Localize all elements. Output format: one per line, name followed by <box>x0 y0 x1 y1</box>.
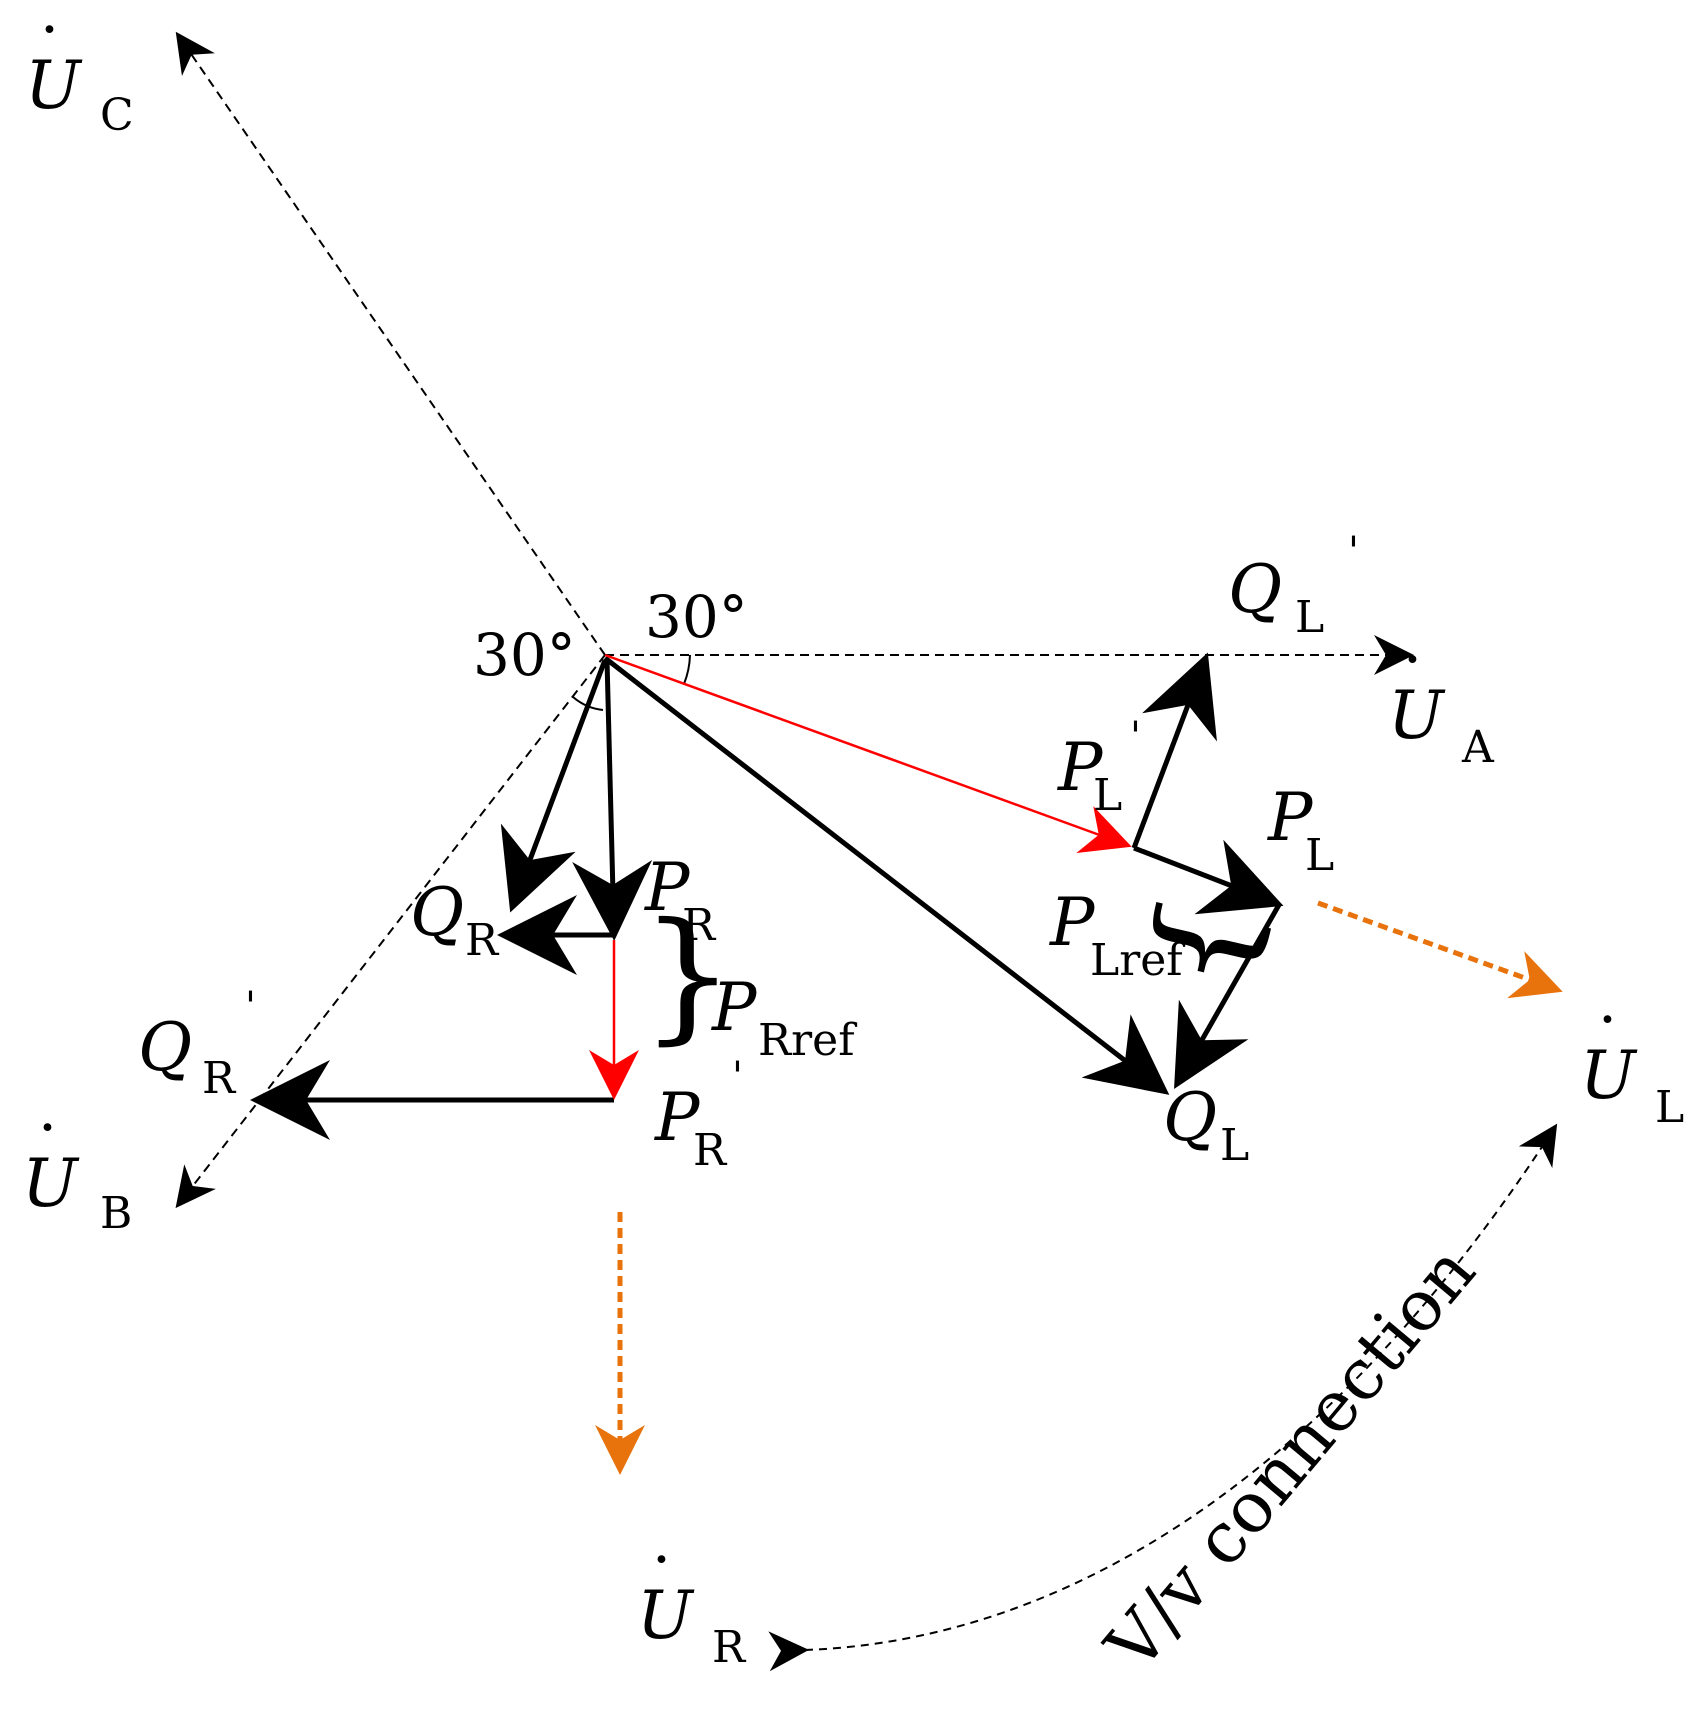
svg-text:L: L <box>1093 770 1122 821</box>
pl-prime-label: P L ' <box>1057 714 1141 821</box>
prref-brace: } <box>640 892 735 1059</box>
svg-text:R: R <box>202 1053 237 1104</box>
prref-label: P Rref <box>711 969 857 1066</box>
ul-result-vector <box>1317 900 1563 999</box>
svg-text:P: P <box>654 1079 701 1156</box>
svg-text:L: L <box>1655 1082 1684 1133</box>
svg-text:U: U <box>25 47 83 124</box>
ql-prime-label: Q L ' <box>1228 529 1359 643</box>
svg-text:R: R <box>682 900 717 951</box>
svg-text:': ' <box>1348 529 1359 575</box>
vv-connection-arc <box>768 1123 1558 1672</box>
ql-prime-vector <box>1131 652 1217 849</box>
svg-text:L: L <box>1305 830 1334 881</box>
svg-text:Q: Q <box>410 874 464 951</box>
angle-arc-upper <box>683 654 691 685</box>
pr-label: P R <box>644 849 717 951</box>
ub-label: · U B <box>22 1093 132 1239</box>
svg-text:': ' <box>245 984 256 1030</box>
ub-axis <box>175 654 606 1209</box>
svg-text:': ' <box>1130 714 1141 760</box>
svg-text:Lref: Lref <box>1090 935 1185 986</box>
ur-label: · U R <box>637 1525 747 1673</box>
ua-label: · U A <box>1388 625 1495 773</box>
angle-label-upper: 30° <box>645 583 748 651</box>
pl-label: P L <box>1267 779 1334 881</box>
qr-label: Q R <box>410 874 500 966</box>
svg-text:Rref: Rref <box>758 1015 857 1066</box>
qr-prime-label: Q R ' <box>138 984 256 1104</box>
qr-vector <box>500 659 608 913</box>
svg-text:P: P <box>1057 729 1104 806</box>
svg-text:U: U <box>637 1577 695 1654</box>
ql-short-vector <box>1174 901 1283 1089</box>
uc-axis <box>175 31 606 656</box>
svg-text:·: · <box>38 1093 57 1163</box>
svg-text:B: B <box>100 1188 132 1239</box>
svg-text:U: U <box>1388 677 1446 754</box>
ql-label: Q L <box>1163 1079 1249 1171</box>
svg-text:R: R <box>693 1125 728 1176</box>
svg-text:·: · <box>1403 625 1422 695</box>
ul-label: · U L <box>1580 985 1684 1133</box>
ql-vector <box>603 656 1170 1095</box>
svg-text:P: P <box>711 969 758 1046</box>
plref-label: P Lref <box>1049 884 1185 986</box>
angle-label-left: 30° <box>473 621 576 689</box>
svg-text:·: · <box>1598 985 1617 1055</box>
pl-vector <box>1133 839 1284 915</box>
svg-text:L: L <box>1295 592 1324 643</box>
svg-text:U: U <box>22 1145 80 1222</box>
svg-text:': ' <box>732 1054 743 1100</box>
pr-prime-label: P R ' <box>654 1054 743 1176</box>
svg-text:A: A <box>1461 722 1495 773</box>
uc-label: · U C <box>25 0 134 141</box>
svg-text:C: C <box>100 90 134 141</box>
svg-text:Q: Q <box>1163 1079 1217 1156</box>
svg-text:·: · <box>40 0 59 65</box>
svg-text:Q: Q <box>138 1009 192 1086</box>
pl-prime-ref-vector <box>604 653 1132 854</box>
pr-vector <box>572 659 653 941</box>
svg-text:P: P <box>1049 884 1096 961</box>
svg-text:R: R <box>465 915 500 966</box>
vv-connection-label: V/v connection <box>1090 1230 1491 1686</box>
svg-text:R: R <box>712 1622 747 1673</box>
svg-text:U: U <box>1580 1037 1638 1114</box>
svg-text:P: P <box>1267 779 1314 856</box>
svg-text:P: P <box>644 849 691 926</box>
svg-text:L: L <box>1220 1120 1249 1171</box>
svg-text:Q: Q <box>1228 551 1282 628</box>
svg-text:·: · <box>652 1525 671 1595</box>
